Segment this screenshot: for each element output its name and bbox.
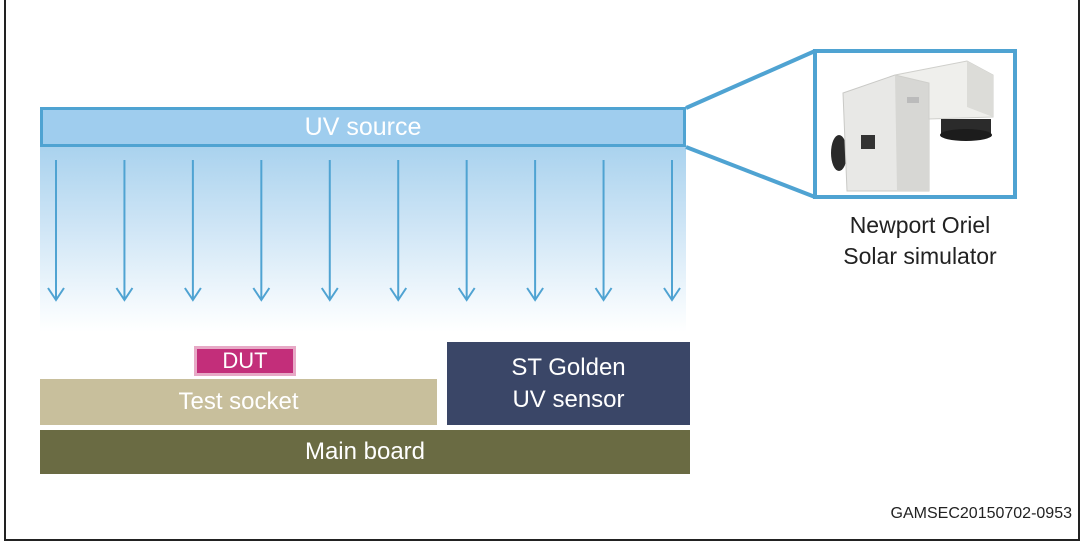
uv-arrow: [184, 160, 202, 302]
figure-frame: [4, 0, 1080, 541]
uv-arrow: [389, 160, 408, 302]
reference-code: GAMSEC20150702-0953: [890, 505, 1072, 522]
main-board: Main board: [40, 430, 690, 474]
simulator-caption: Newport Oriel Solar simulator: [810, 210, 1030, 272]
simulator-caption-line1: Newport Oriel: [849, 212, 991, 238]
simulator-caption-line2: Solar simulator: [843, 243, 997, 269]
dut-chip: DUT: [194, 346, 296, 376]
solar-simulator-illustration: [817, 53, 1013, 195]
golden-uv-sensor: ST Golden UV sensor: [447, 342, 690, 425]
uv-arrow: [47, 160, 65, 302]
test-socket: Test socket: [40, 379, 437, 425]
uv-arrow: [320, 160, 339, 302]
uv-arrow: [457, 160, 476, 302]
uv-arrow: [252, 160, 271, 302]
zoom-line-top: [685, 49, 816, 110]
uv-arrow: [115, 160, 134, 302]
sensor-label-line1: ST Golden: [511, 353, 626, 381]
uv-arrow: [594, 160, 613, 302]
sensor-label-line2: UV sensor: [512, 385, 625, 413]
uv-beam-gradient: [40, 146, 686, 332]
uv-arrow: [663, 160, 681, 302]
uv-arrow: [526, 160, 544, 302]
uv-source-bar: UV source: [40, 107, 686, 147]
zoom-line-bottom: [685, 145, 816, 199]
solar-simulator-photo: [813, 49, 1017, 199]
